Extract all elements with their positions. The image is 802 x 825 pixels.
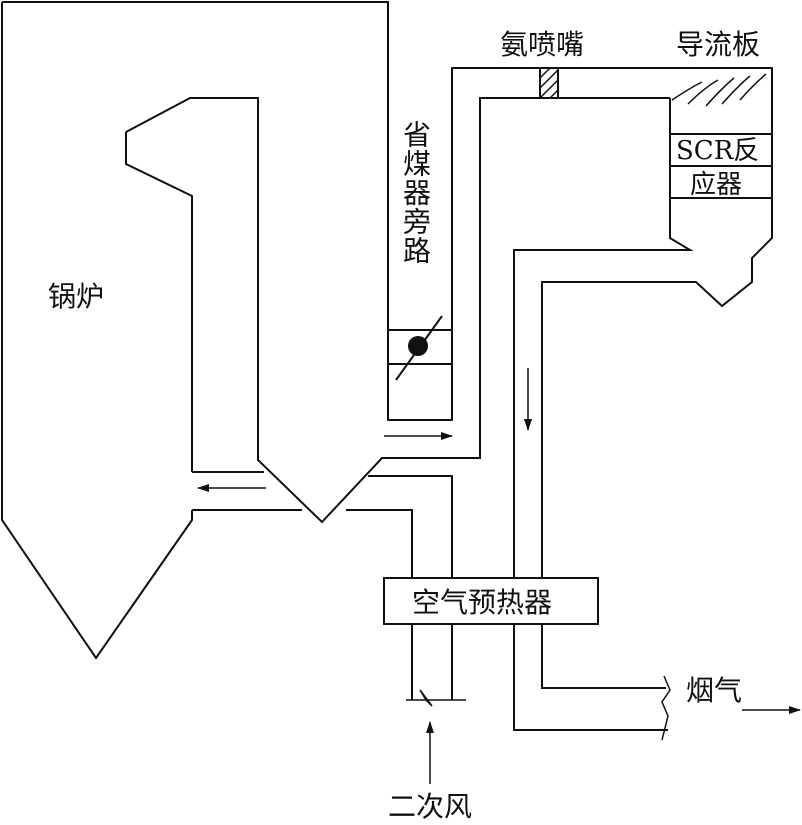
guide-vane — [687, 79, 719, 105]
flue-gas-duct-inner — [541, 624, 666, 689]
ammonia-nozzle-label: 氨喷嘴 — [500, 28, 585, 61]
secondary-air-break — [406, 689, 466, 707]
scr-housing-left — [513, 98, 694, 578]
boiler-body — [1, 2, 193, 660]
guide-vane — [705, 77, 735, 107]
guide-vane — [721, 75, 751, 105]
boiler-nose — [125, 132, 193, 472]
flue-gas-duct-outer — [513, 624, 668, 731]
scr-reactor-label-line1: SCR反 — [676, 136, 760, 166]
secondary-air-return — [346, 509, 413, 578]
boiler-inner-wall — [125, 97, 670, 524]
economizer-bypass-label: 省煤器旁路 — [399, 120, 432, 265]
guide-plate-label: 导流板 — [676, 28, 761, 61]
secondary-air-return-outer — [368, 475, 453, 578]
air-preheater-label: 空气预热器 — [412, 586, 553, 619]
guide-vane — [671, 81, 703, 101]
scr-reactor-label-line2: 应器 — [690, 170, 743, 200]
flue-gas-label: 烟气 — [686, 674, 743, 707]
air-preheater-box — [383, 577, 599, 625]
flue-gas-break — [661, 675, 671, 741]
boiler-label: 锅炉 — [48, 280, 105, 313]
guide-vane — [739, 73, 767, 101]
secondary-air-label: 二次风 — [388, 790, 473, 823]
bypass-damper-pivot — [408, 336, 428, 356]
boiler-outline — [2, 1, 773, 578]
